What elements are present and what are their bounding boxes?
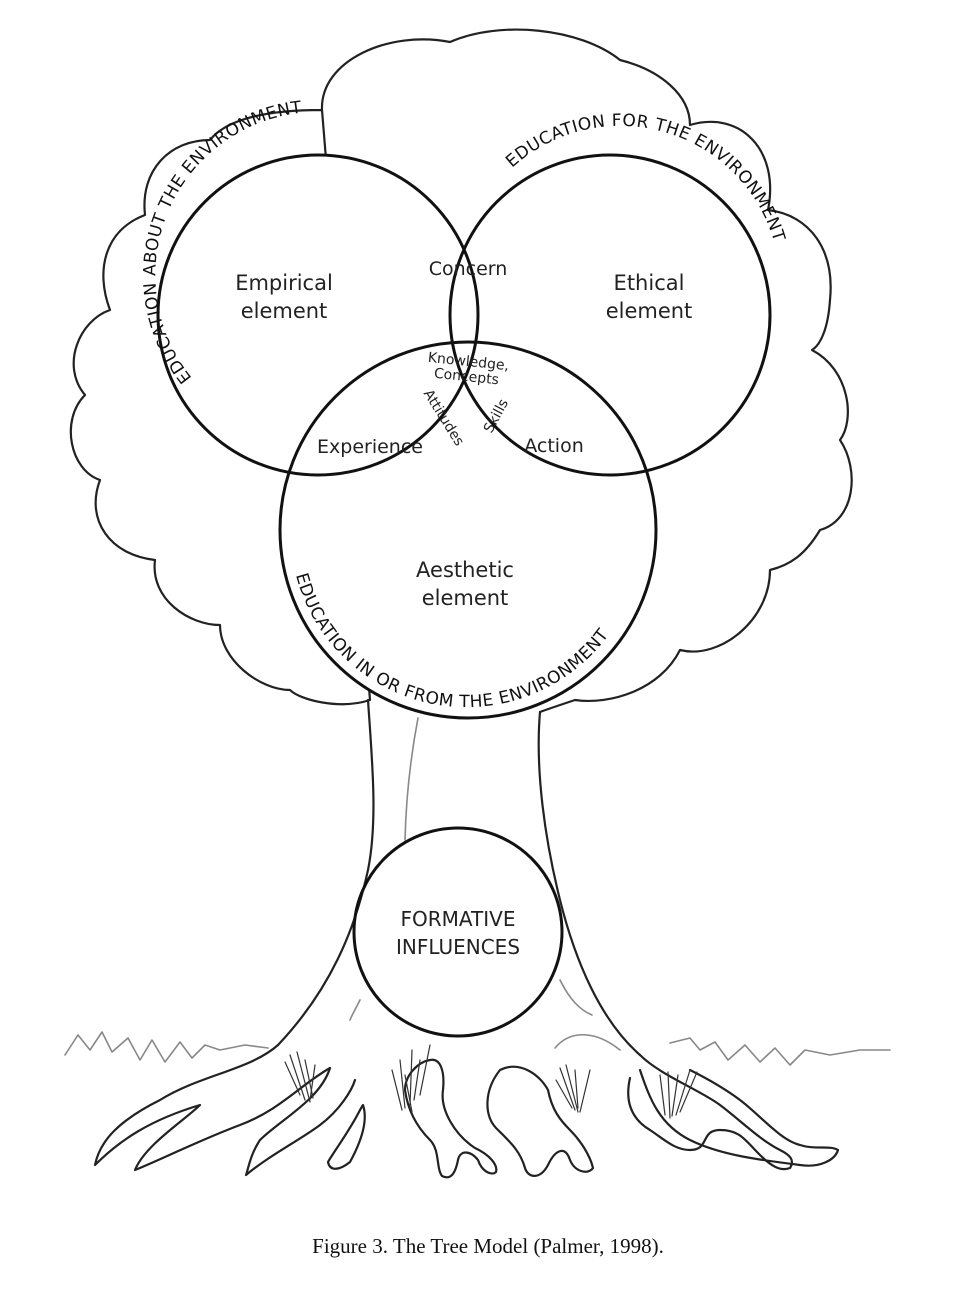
tree-canopy: [69, 28, 853, 714]
action-label: Action: [524, 435, 584, 457]
ground-line-left: [64, 1031, 269, 1063]
center-label-concepts: Concepts: [433, 366, 500, 389]
formative-label-line2: INFLUENCES: [396, 935, 520, 959]
circle-formative-influences: [352, 826, 564, 1038]
circle-education-about: [156, 153, 480, 477]
root: [638, 1068, 840, 1167]
grass-tuft: [284, 1051, 316, 1103]
trunk-bark-line: [559, 979, 593, 1016]
circle-education-for: [448, 153, 772, 477]
root: [93, 1043, 332, 1172]
ethical-label-line1: Ethical: [614, 271, 685, 295]
tree-trunk-right: [537, 710, 642, 1057]
aesthetic-label-line2: element: [422, 586, 509, 610]
grass-tuft: [555, 1064, 591, 1113]
ground-line-mid: [554, 1034, 621, 1051]
root: [403, 1058, 498, 1179]
tree-trunk-left: [276, 698, 375, 1047]
empirical-label-line1: Empirical: [235, 271, 333, 295]
formative-label-line1: FORMATIVE: [401, 907, 516, 931]
aesthetic-label-line1: Aesthetic: [416, 558, 514, 582]
empirical-label-line2: element: [241, 299, 328, 323]
trunk-bark-line: [404, 717, 419, 841]
root: [486, 1065, 595, 1177]
concern-label: Concern: [429, 258, 508, 280]
grass-tuft: [659, 1069, 698, 1119]
experience-label: Experience: [317, 436, 423, 458]
ethical-label-line2: element: [606, 299, 693, 323]
ground-line-right: [669, 1037, 891, 1066]
root: [244, 1066, 357, 1177]
trunk-bark-line: [349, 999, 361, 1021]
grass-tuft: [391, 1044, 431, 1113]
figure-caption: Figure 3. The Tree Model (Palmer, 1998).: [312, 1234, 664, 1258]
circle-education-in-from: [278, 340, 658, 720]
root: [326, 1103, 366, 1170]
root: [627, 1053, 794, 1171]
